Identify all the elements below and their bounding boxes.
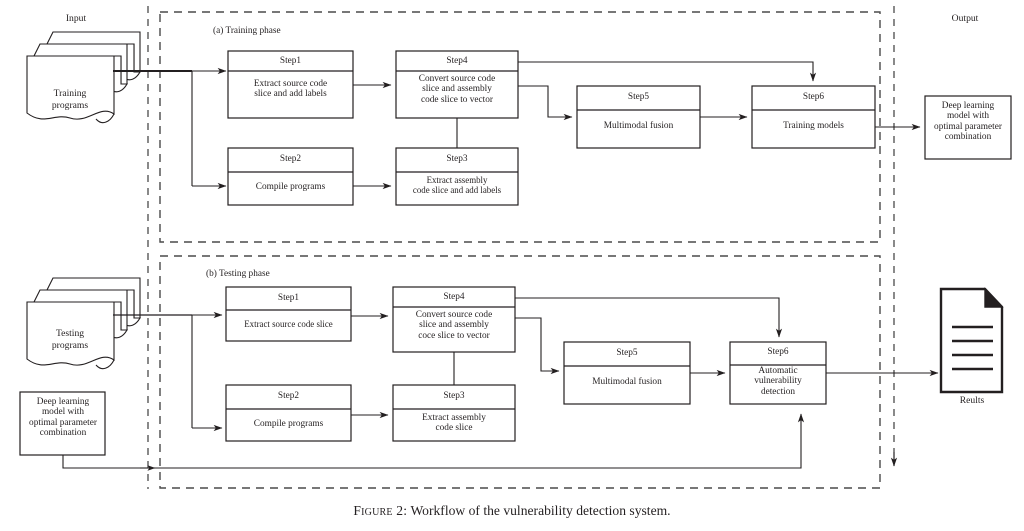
testing-step4-box <box>392 286 516 353</box>
testing-step3-box <box>392 384 516 442</box>
training-step3-body: Extract assembly code slice and add labe… <box>412 175 502 195</box>
testing-step6-title: Step6 <box>767 347 789 357</box>
output-column-label: Output <box>951 13 979 24</box>
training-input-connector <box>113 67 227 190</box>
training-output-box <box>924 95 1012 160</box>
training-step5-title: Step5 <box>627 92 650 102</box>
training-step4-body: Convert source code slice and assembly c… <box>418 74 496 105</box>
training-step3-box <box>395 147 519 206</box>
training-programs-doc-label-line1: Training <box>53 88 87 99</box>
testing-model-input-text: Deep learning model with optimal paramet… <box>29 397 97 439</box>
training-step6-title: Step6 <box>802 92 825 102</box>
testing-step5-box <box>563 341 691 405</box>
training-step2-title: Step2 <box>279 154 302 164</box>
testing-step1-box <box>225 286 352 342</box>
testing-step3-title: Step3 <box>443 391 465 401</box>
testing-programs-doc-label-line1: Testing <box>55 328 85 339</box>
testing-step5-title: Step5 <box>616 348 638 358</box>
training-phase-boundary <box>159 11 881 243</box>
figure-caption-prefix: Figure 2: <box>353 503 408 518</box>
testing-step1-body: Extract source code slice <box>244 319 333 329</box>
testing-connectors <box>351 297 939 419</box>
training-step6-body: Training models <box>783 121 844 131</box>
testing-step2-body: Compile programs <box>253 419 324 429</box>
testing-step6-box <box>729 341 827 405</box>
training-programs-doc-label-line2: programs <box>51 100 89 111</box>
testing-source-document-icon <box>26 277 141 370</box>
training-step2-box <box>227 147 354 206</box>
training-phase-label: (a) Training phase <box>213 26 281 36</box>
testing-step2-title: Step2 <box>277 391 300 401</box>
results-document-label: Reults <box>959 395 985 406</box>
training-step1-box <box>227 50 354 119</box>
testing-step6-body: Automatic vulnerability detection <box>754 366 802 397</box>
testing-programs-doc-label-line2: programs <box>51 340 89 351</box>
input-column-label: Input <box>65 13 87 24</box>
training-step3-title: Step3 <box>446 154 468 164</box>
training-step2-body: Compile programs <box>255 182 326 192</box>
training-step6-box <box>751 85 876 149</box>
training-step1-title: Step1 <box>279 56 302 66</box>
training-output-text: Deep learning model with optimal paramet… <box>934 101 1002 143</box>
figure-caption-text: Workflow of the vulnerability detection … <box>410 503 671 518</box>
figure-caption: Figure 2: Workflow of the vulnerability … <box>0 503 1024 519</box>
training-step4-box <box>395 50 519 119</box>
testing-input-connector <box>113 311 223 432</box>
testing-step4-body: Convert source code slice and assembly c… <box>415 310 493 341</box>
training-step4-title: Step4 <box>446 56 468 66</box>
training-source-document-icon <box>26 31 141 124</box>
training-connectors <box>353 61 921 190</box>
testing-feedback-connector <box>62 413 805 471</box>
testing-step5-body: Multimodal fusion <box>592 377 662 387</box>
testing-phase-label: (b) Testing phase <box>206 269 270 279</box>
testing-step4-title: Step4 <box>443 292 465 302</box>
testing-step2-box <box>225 384 352 442</box>
training-step5-box <box>576 85 701 149</box>
results-document-icon <box>939 287 1004 394</box>
testing-model-input-box <box>19 391 106 456</box>
training-step1-body: Extract source code slice and add labels <box>253 79 328 100</box>
training-step5-body: Multimodal fusion <box>603 121 674 131</box>
testing-step1-title: Step1 <box>277 293 300 303</box>
testing-step3-body: Extract assembly code slice <box>422 413 486 434</box>
